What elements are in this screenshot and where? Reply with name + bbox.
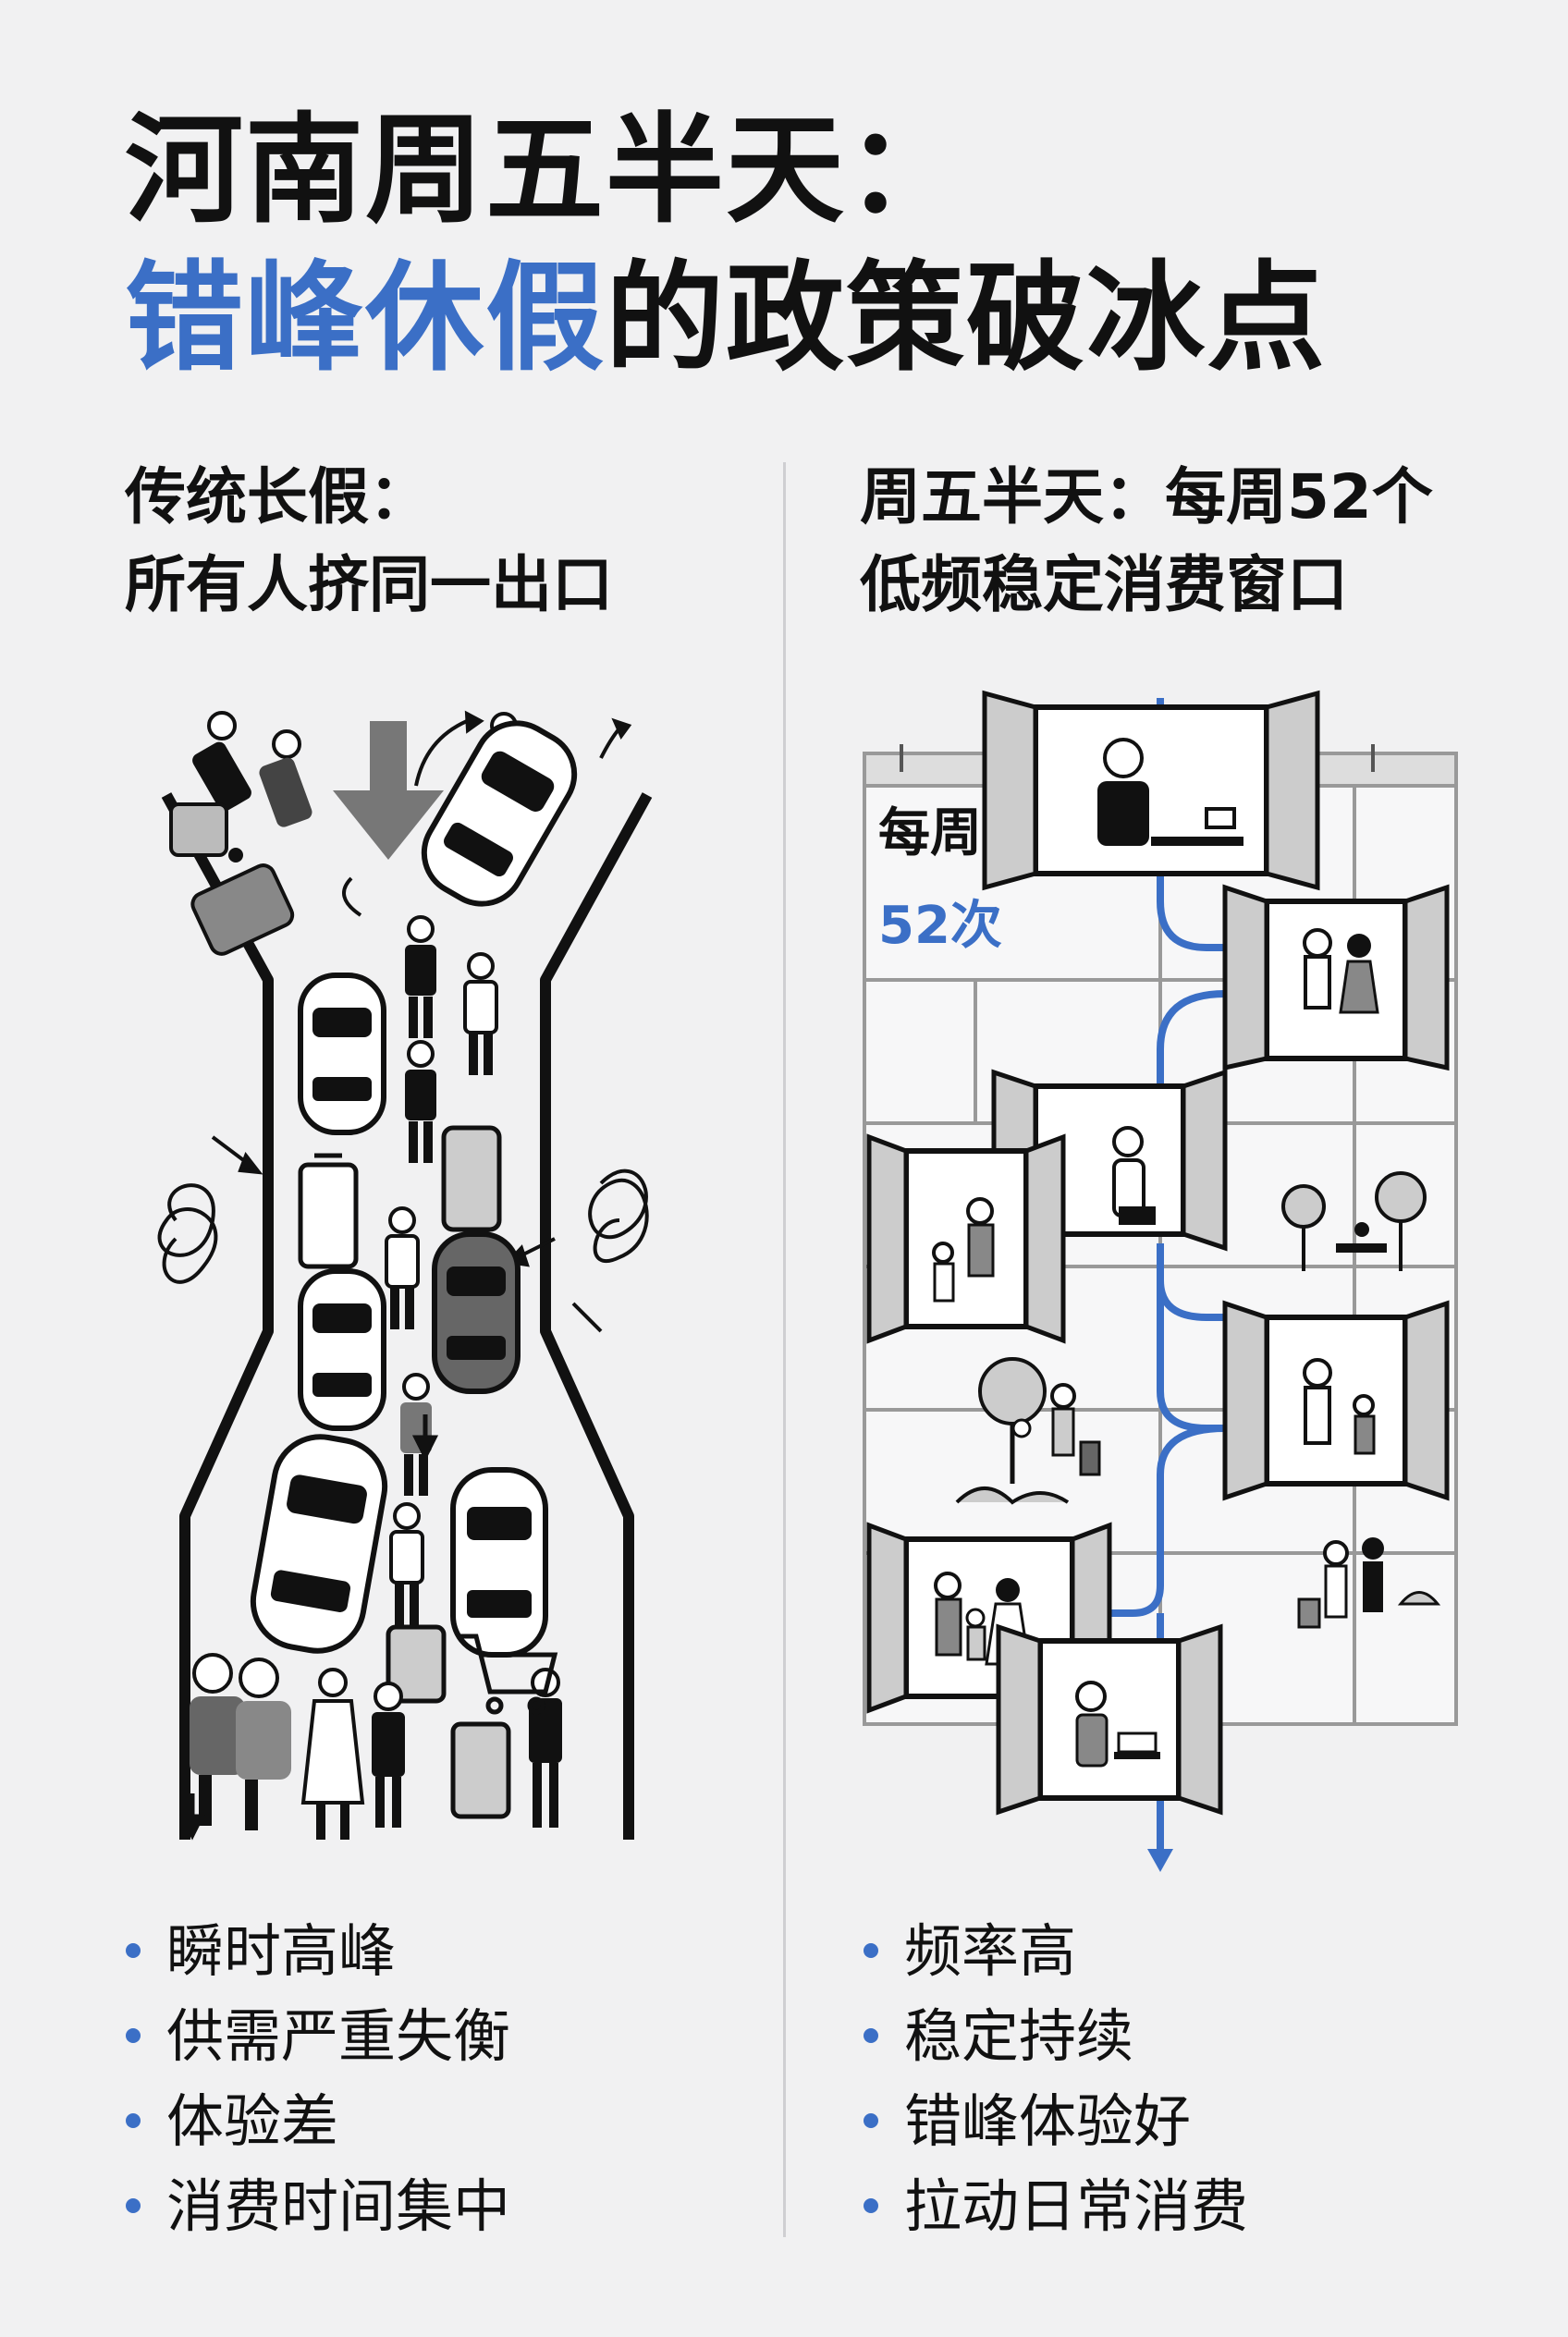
right-heading: 周五半天：每周52个 低频稳定消费窗口 xyxy=(860,453,1433,629)
road-edge-right xyxy=(540,792,653,1840)
window-4-family-walk xyxy=(866,1133,1066,1344)
swirl-right-icon xyxy=(504,1168,649,1333)
car-1 xyxy=(298,973,386,1135)
right-heading-line-1: 周五半天：每周52个 xyxy=(860,461,1433,532)
traffic-jam-illustration xyxy=(157,710,653,1841)
luggage-icon xyxy=(169,802,228,857)
bullet-dot-icon xyxy=(864,1943,878,1958)
left-heading-line-2: 所有人挤同一出口 xyxy=(125,549,613,620)
left-heading-line-1: 传统长假： xyxy=(125,461,430,532)
park-bench-scene xyxy=(1281,1171,1427,1271)
calendar-count: 52次 xyxy=(878,896,1002,956)
title-rest: 的政策破冰点 xyxy=(606,250,1328,387)
rolling-suitcase-icon-2 xyxy=(441,1125,502,1232)
right-heading-line-2: 低频稳定消费窗口 xyxy=(860,549,1348,620)
title-line-2: 错峰休假的政策破冰点 xyxy=(125,245,1327,393)
car-2 xyxy=(298,1268,386,1431)
suitcase-icon xyxy=(190,863,295,956)
window-7-cake xyxy=(996,1623,1223,1816)
left-heading: 传统长假： 所有人挤同一出口 xyxy=(125,453,613,629)
down-arrow-icon xyxy=(333,721,444,860)
window-2-couple xyxy=(1222,884,1450,1071)
list-item: 错峰体验好 xyxy=(858,2079,1248,2164)
car-4 xyxy=(250,1434,388,1654)
car-top-right xyxy=(421,720,578,907)
column-divider xyxy=(783,462,786,2237)
swirl-left-icon xyxy=(157,1135,263,1284)
bullet-dot-icon xyxy=(864,2113,878,2128)
tree-travel-scene xyxy=(955,1357,1101,1505)
title-line-1: 河南周五半天： xyxy=(125,102,967,239)
list-item: 消费时间集中 xyxy=(120,2164,510,2249)
list-item: 体验差 xyxy=(120,2079,510,2164)
left-bullet-list: 瞬时高峰 供需严重失衡 体验差 消费时间集中 xyxy=(120,1909,510,2249)
bullet-dot-icon xyxy=(864,2198,878,2213)
list-item: 供需严重失衡 xyxy=(120,1994,510,2079)
bullet-dot-icon xyxy=(126,2028,141,2043)
window-1-coffee xyxy=(982,690,1320,891)
list-item: 频率高 xyxy=(858,1909,1248,1994)
car-3-dark xyxy=(432,1231,521,1394)
list-item: 瞬时高峰 xyxy=(120,1909,510,1994)
rolling-suitcase-icon xyxy=(298,1162,359,1269)
bullet-dot-icon xyxy=(126,1943,141,1958)
calendar-label: 每周 xyxy=(878,803,982,863)
crowd-road xyxy=(190,915,562,1840)
bullet-dot-icon xyxy=(864,2028,878,2043)
car-5 xyxy=(450,1467,548,1658)
list-item: 拉动日常消费 xyxy=(858,2164,1248,2249)
title-highlight: 错峰休假 xyxy=(125,250,606,387)
list-item: 稳定持续 xyxy=(858,1994,1248,2079)
bullet-dot-icon xyxy=(126,2113,141,2128)
shopping-cart-icon xyxy=(458,1633,558,1715)
window-5-parent-child xyxy=(1222,1300,1450,1501)
bullet-dot-icon xyxy=(126,2198,141,2213)
page-title: 河南周五半天： 错峰休假的政策破冰点 xyxy=(125,97,1327,393)
weekly-window-illustration: 每周 52次 xyxy=(863,690,1458,1872)
suitcase-walk-scene xyxy=(1297,1537,1441,1629)
right-bullet-list: 频率高 稳定持续 错峰体验好 拉动日常消费 xyxy=(858,1909,1248,2249)
